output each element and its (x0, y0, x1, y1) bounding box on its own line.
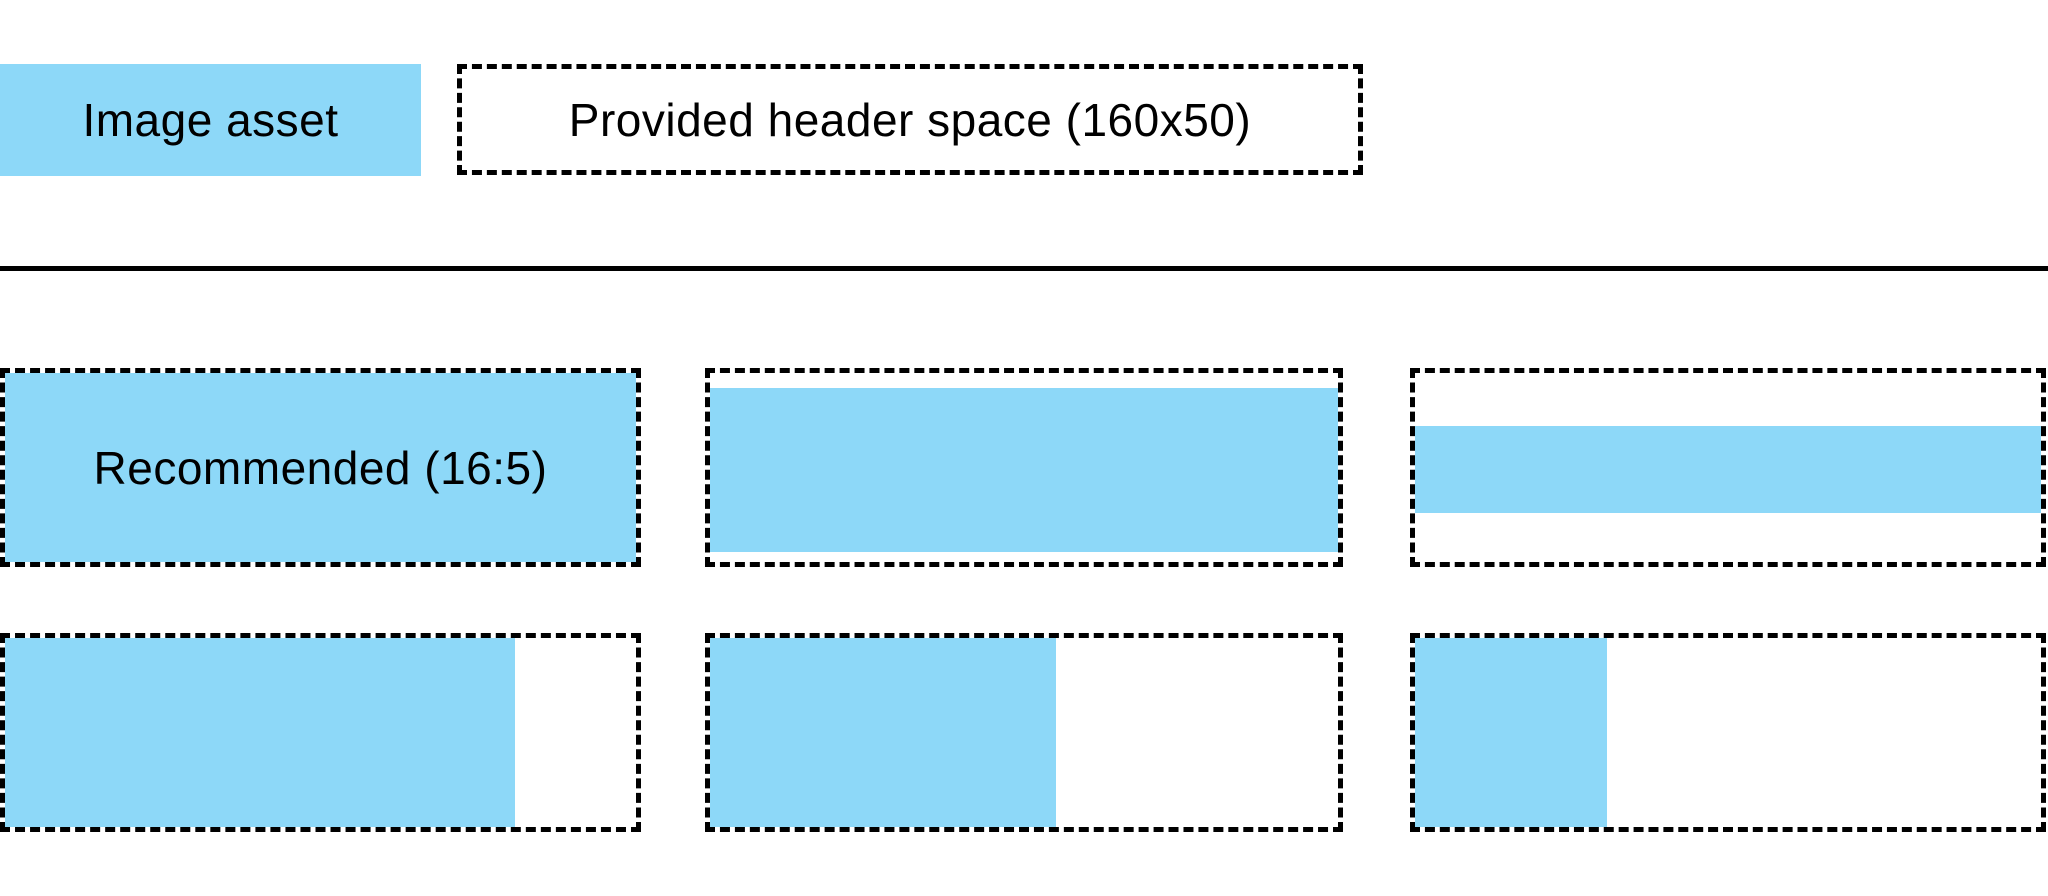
recommended-label-wrap: Recommended (16:5) (5, 373, 636, 562)
example-pillarbox-medium (705, 633, 1343, 832)
image-asset-fill (5, 638, 515, 827)
example-recommended-16-5: Recommended (16:5) (0, 368, 641, 567)
image-asset-fill (1415, 638, 1607, 827)
image-asset-label: Image asset (82, 94, 339, 146)
image-asset-fill (710, 638, 1056, 827)
recommended-label: Recommended (16:5) (93, 441, 548, 494)
example-letterbox-extra-wide (1410, 368, 2046, 567)
example-pillarbox-large (0, 633, 641, 832)
header-space-box: Provided header space (160x50) (457, 64, 1363, 175)
image-asset-swatch: Image asset (0, 64, 421, 176)
header-space-label: Provided header space (160x50) (568, 93, 1252, 146)
image-asset-fill (710, 388, 1338, 552)
example-letterbox-wide (705, 368, 1343, 567)
image-asset-fill (5, 373, 636, 562)
example-pillarbox-small (1410, 633, 2046, 832)
image-asset-fill (1415, 426, 2041, 513)
section-divider (0, 266, 2048, 271)
